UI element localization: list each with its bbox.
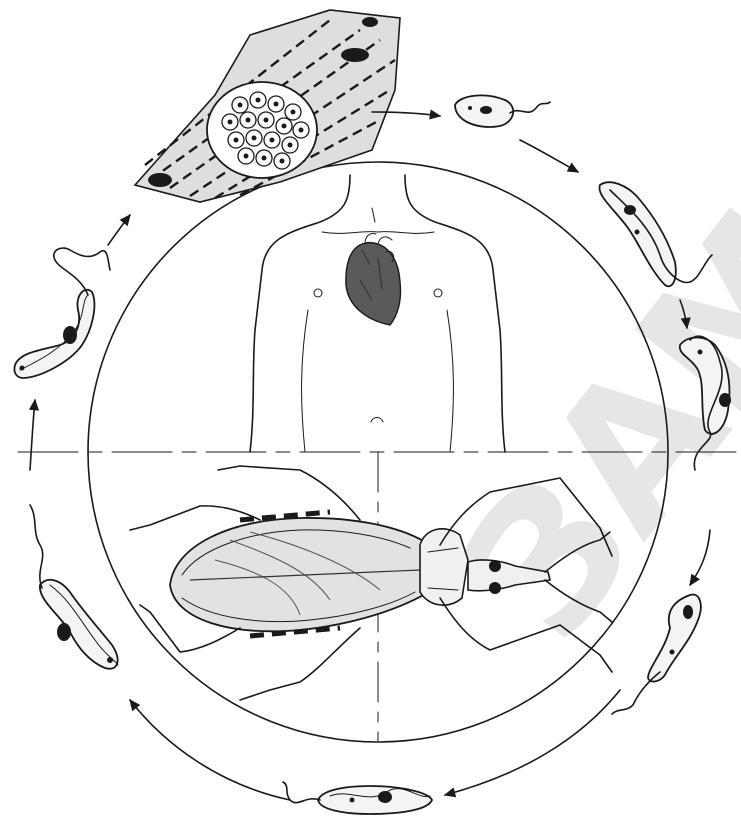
heart-icon: [346, 233, 401, 325]
trypomastigote-icon: [318, 786, 432, 814]
epimastigote-icon: [648, 595, 701, 682]
arrow-8: [108, 215, 130, 245]
stage-muscle-nest: [135, 10, 400, 202]
stage-trypomastigote-8: [14, 248, 110, 378]
arrow-2: [520, 140, 578, 172]
stage-trypomastigote-6: [283, 782, 432, 814]
trypomastigote-icon: [14, 290, 94, 378]
arrow-5: [445, 690, 620, 795]
stage-amastigote: [455, 95, 550, 127]
trypomastigote-icon: [40, 580, 118, 669]
arrow-7: [30, 400, 35, 470]
human-torso-heart-icon: [250, 175, 505, 452]
arrow-6: [130, 700, 290, 800]
stage-trypomastigote-7: [30, 505, 118, 669]
